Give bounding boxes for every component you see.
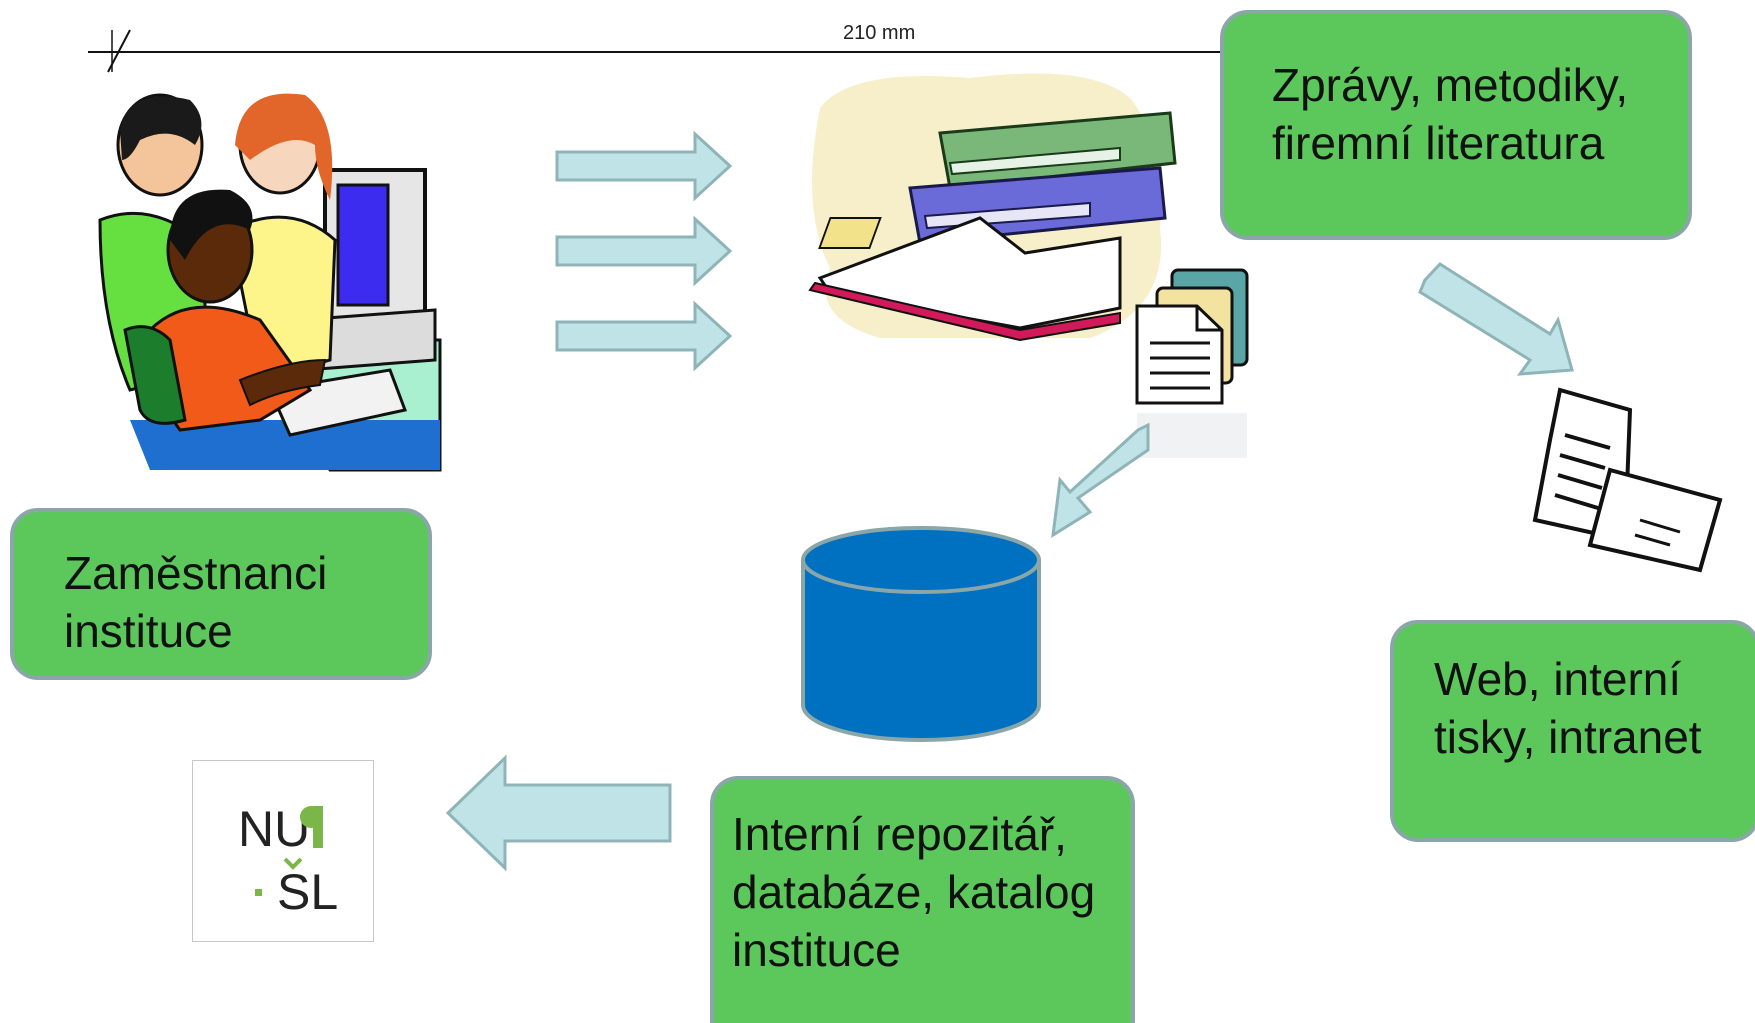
arrow-right-3: [555, 300, 733, 372]
svg-text:SL: SL: [277, 864, 338, 920]
node-employees: Zaměstnanci instituce: [10, 508, 432, 680]
database-icon: [801, 526, 1041, 742]
nusl-logo-mark: NU SL: [238, 801, 338, 920]
employees-illustration: [98, 93, 442, 472]
newspaper-icon: [1532, 387, 1723, 573]
books-illustration: [808, 73, 1177, 342]
arrow-right-2: [555, 215, 733, 287]
ruler-label: 210 mm: [843, 22, 916, 44]
documents-icon: [1135, 268, 1249, 458]
node-web-line2: tisky, intranet: [1434, 711, 1702, 763]
node-repository-line2: databáze, katalog: [732, 866, 1096, 918]
nusl-logo: NU SL: [192, 760, 374, 942]
node-employees-line2: instituce: [64, 605, 233, 657]
arrows-to-documents: [555, 130, 733, 372]
node-reports-line1: Zprávy, metodiky,: [1272, 59, 1629, 111]
node-repository-line3: instituce: [732, 924, 901, 976]
node-reports: Zprávy, metodiky, firemní literatura: [1220, 10, 1692, 240]
node-web: Web, interní tisky, intranet: [1390, 620, 1755, 842]
svg-text:NU: NU: [238, 801, 310, 857]
node-reports-line2: firemní literatura: [1272, 117, 1605, 169]
arrow-diagonal-down-right: [1418, 262, 1574, 376]
node-web-line1: Web, interní: [1434, 653, 1682, 705]
arrow-diagonal-down-left: [1051, 422, 1150, 538]
arrow-right-1: [555, 130, 733, 202]
arrow-left: [445, 754, 672, 872]
node-repository-line1: Interní repozitář,: [732, 808, 1067, 860]
node-repository: Interní repozitář, databáze, katalog ins…: [710, 776, 1135, 1023]
node-employees-line1: Zaměstnanci: [64, 547, 328, 599]
